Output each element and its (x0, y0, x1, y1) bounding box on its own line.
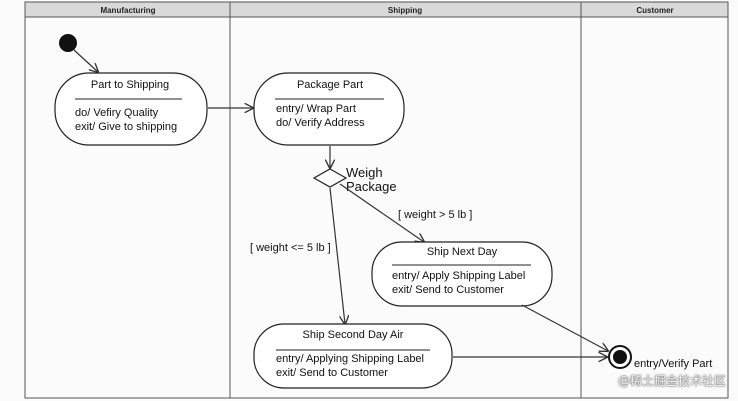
initial-node (59, 34, 77, 52)
decision-label: Package (346, 179, 397, 194)
final-node (608, 345, 632, 369)
transition-decision-to-second-day (329, 187, 345, 324)
state-activity-line: do/ Vefiry Quality (75, 107, 159, 119)
state-title: Ship Second Day Air (303, 329, 404, 341)
state-title: Package Part (297, 79, 363, 91)
lane-header-shipping: Shipping (388, 6, 422, 15)
state-activity-line: exit/ Give to shipping (75, 121, 177, 133)
state-activity-line: entry/ Apply Shipping Label (392, 270, 525, 282)
state-title: Part to Shipping (91, 79, 169, 91)
final-node-label: entry/Verify Part (634, 358, 712, 370)
state-ship-second-day-air: Ship Second Day Air entry/ Applying Ship… (253, 323, 453, 389)
state-activity-line: do/ Verify Address (276, 117, 365, 129)
lane-header-manufacturing: Manufacturing (100, 6, 155, 15)
decision-weigh-package (312, 168, 348, 188)
state-title: Ship Next Day (427, 246, 498, 258)
transition-next-day-to-final (521, 304, 608, 351)
state-activity-line: entry/ Applying Shipping Label (276, 353, 424, 365)
watermark: @稀土掘金技术社区 (617, 374, 726, 388)
swimlane-header-bar (24, 1, 729, 18)
guard-heavy: [ weight > 5 lb ] (398, 209, 472, 221)
guard-light: [ weight <= 5 lb ] (250, 242, 331, 254)
transition-initial-to-part (73, 49, 98, 72)
state-part-to-shipping: Part to Shipping do/ Vefiry Quality exit… (54, 72, 208, 146)
transition-decision-to-next-day (339, 183, 424, 242)
lane-header-customer: Customer (636, 6, 673, 15)
state-activity-line: entry/ Wrap Part (276, 103, 356, 115)
state-activity-line: exit/ Send to Customer (276, 367, 388, 379)
state-package-part: Package Part entry/ Wrap Part do/ Verify… (253, 72, 405, 146)
state-activity-line: exit/ Send to Customer (392, 284, 504, 296)
state-ship-next-day: Ship Next Day entry/ Apply Shipping Labe… (371, 241, 553, 307)
decision-label: Weigh (346, 165, 383, 180)
